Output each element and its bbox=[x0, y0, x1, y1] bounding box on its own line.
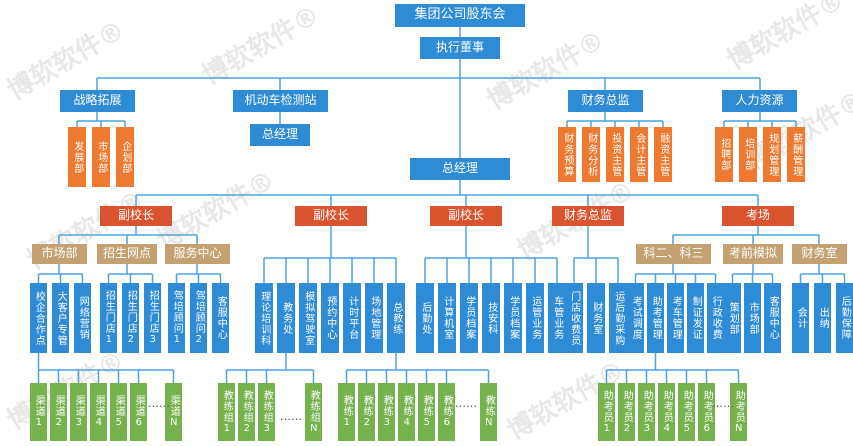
node-vehicle-gm[interactable]: 总经理 bbox=[250, 124, 310, 146]
hr-child[interactable]: 规划管理 bbox=[763, 127, 781, 182]
node-vp-1[interactable]: 副校长 bbox=[100, 206, 172, 226]
channels-item[interactable]: 渠道4 bbox=[90, 383, 107, 441]
vp2-child[interactable]: 模拟驾驶室 bbox=[299, 283, 317, 353]
k23-child[interactable]: 考试调度 bbox=[627, 283, 644, 353]
node-finance-director-2[interactable]: 财务总监 bbox=[552, 206, 624, 226]
mock-child[interactable]: 市场部 bbox=[744, 283, 761, 353]
service-child[interactable]: 驾培顾问1 bbox=[168, 283, 185, 353]
coach_groups-item[interactable]: 教练组2 bbox=[238, 383, 255, 441]
vp3-child[interactable]: 学员档案 bbox=[460, 283, 478, 353]
ellipsis: …… bbox=[455, 397, 477, 410]
finance2-child[interactable]: 门店收费员 bbox=[565, 283, 583, 353]
enroll-child[interactable]: 招生门店1 bbox=[100, 283, 117, 353]
assistants-item[interactable]: 助考员2 bbox=[618, 383, 635, 441]
channels-item[interactable]: 渠道1 bbox=[30, 383, 47, 441]
coaches-item[interactable]: 教练N bbox=[480, 383, 497, 441]
coach_groups-item[interactable]: 教练组N bbox=[305, 383, 322, 441]
vp2-child[interactable]: 计时平台 bbox=[343, 283, 361, 353]
node-vp-2[interactable]: 副校长 bbox=[295, 206, 367, 226]
k23-child[interactable]: 制证发证 bbox=[687, 283, 704, 353]
vp3-child[interactable]: 后勤处 bbox=[416, 283, 434, 353]
fin-child[interactable]: 出纳 bbox=[814, 283, 831, 353]
channels-item[interactable]: 渠道N bbox=[165, 383, 182, 441]
channels-item[interactable]: 渠道6 bbox=[130, 383, 147, 441]
node-vehicle-station[interactable]: 机动车检测站 bbox=[233, 90, 328, 112]
market-child[interactable]: 校企合作点 bbox=[30, 283, 47, 353]
ellipsis: …… bbox=[280, 410, 302, 423]
service-child[interactable]: 客服中心 bbox=[212, 283, 229, 353]
vp3-child[interactable]: 技安科 bbox=[482, 283, 500, 353]
vp2-child[interactable]: 预约中心 bbox=[321, 283, 339, 353]
assistants-item[interactable]: 助考员4 bbox=[658, 383, 675, 441]
ellipsis: …… bbox=[148, 397, 170, 410]
market-child[interactable]: 网络营销 bbox=[74, 283, 91, 353]
coaches-item[interactable]: 教练4 bbox=[398, 383, 415, 441]
fin-child[interactable]: 会计 bbox=[792, 283, 809, 353]
vp3-child[interactable]: 运管业务 bbox=[526, 283, 544, 353]
finance-child[interactable]: 财务分析 bbox=[582, 127, 600, 182]
finance2-child[interactable]: 运后勤采购 bbox=[609, 283, 627, 353]
hr-child[interactable]: 培训部 bbox=[739, 127, 757, 182]
vp3-child[interactable]: 车管业务 bbox=[548, 283, 566, 353]
coach_groups-item[interactable]: 教练组3 bbox=[258, 383, 275, 441]
node-service-center[interactable]: 服务中心 bbox=[165, 244, 230, 264]
strategy-child[interactable]: 发展部 bbox=[68, 127, 86, 187]
assistants-item[interactable]: 助考员1 bbox=[598, 383, 615, 441]
node-finance-room[interactable]: 财务室 bbox=[792, 244, 847, 264]
assistants-item[interactable]: 助考员6 bbox=[698, 383, 715, 441]
assistants-item[interactable]: 助考员5 bbox=[678, 383, 695, 441]
service-child[interactable]: 驾培顾问2 bbox=[190, 283, 207, 353]
node-enroll-points[interactable]: 招生网点 bbox=[97, 244, 157, 264]
node-finance-director[interactable]: 财务总监 bbox=[568, 90, 643, 112]
market-child[interactable]: 大客户专管 bbox=[52, 283, 69, 353]
node-vp-3[interactable]: 副校长 bbox=[430, 206, 502, 226]
hr-child[interactable]: 招聘部 bbox=[715, 127, 733, 182]
assistants-item[interactable]: 助考员N bbox=[730, 383, 747, 441]
node-strategy[interactable]: 战略拓展 bbox=[60, 90, 135, 112]
node-shareholders[interactable]: 集团公司股东会 bbox=[395, 4, 525, 27]
node-general-manager[interactable]: 总经理 bbox=[410, 158, 510, 180]
channels-item[interactable]: 渠道2 bbox=[50, 383, 67, 441]
fin-child[interactable]: 后勤保障 bbox=[836, 283, 853, 353]
vp2-child[interactable]: 理论培训科 bbox=[255, 283, 273, 353]
hr-child[interactable]: 薪酬管理 bbox=[787, 127, 805, 182]
k23-child[interactable]: 考车管理 bbox=[667, 283, 684, 353]
vp2-child[interactable]: 场地管理 bbox=[365, 283, 383, 353]
ellipsis: …… bbox=[712, 397, 734, 410]
channels-item[interactable]: 渠道5 bbox=[110, 383, 127, 441]
node-exam-center[interactable]: 考场 bbox=[722, 206, 794, 226]
mock-child[interactable]: 客服中心 bbox=[764, 283, 781, 353]
node-market-dept[interactable]: 市场部 bbox=[32, 244, 87, 264]
finance2-child[interactable]: 财务室 bbox=[587, 283, 605, 353]
coaches-item[interactable]: 教练1 bbox=[338, 383, 355, 441]
finance-child[interactable]: 会计主管 bbox=[630, 127, 648, 182]
assistants-item[interactable]: 助考员3 bbox=[638, 383, 655, 441]
coaches-item[interactable]: 教练6 bbox=[438, 383, 455, 441]
vp3-child[interactable]: 计算机室 bbox=[438, 283, 456, 353]
vp2-child[interactable]: 教务处 bbox=[277, 283, 295, 353]
coach_groups-item[interactable]: 教练组1 bbox=[218, 383, 235, 441]
channels-item[interactable]: 渠道3 bbox=[70, 383, 87, 441]
node-mock-exam[interactable]: 考前模拟 bbox=[723, 244, 783, 264]
enroll-child[interactable]: 招生门店3 bbox=[144, 283, 161, 353]
coaches-item[interactable]: 教练2 bbox=[358, 383, 375, 441]
strategy-child[interactable]: 企划部 bbox=[116, 127, 134, 187]
k23-child[interactable]: 助考管理 bbox=[647, 283, 664, 353]
node-chairman[interactable]: 执行董事 bbox=[420, 37, 500, 59]
enroll-child[interactable]: 招生门店2 bbox=[122, 283, 139, 353]
mock-child[interactable]: 策划部 bbox=[724, 283, 741, 353]
vp2-child[interactable]: 总教练 bbox=[387, 283, 405, 353]
finance-child[interactable]: 投资主管 bbox=[606, 127, 624, 182]
finance-child[interactable]: 财务预算 bbox=[558, 127, 576, 182]
finance-child[interactable]: 融资主管 bbox=[654, 127, 672, 182]
coaches-item[interactable]: 教练3 bbox=[378, 383, 395, 441]
node-hr[interactable]: 人力资源 bbox=[722, 90, 797, 112]
coaches-item[interactable]: 教练5 bbox=[418, 383, 435, 441]
vp3-child[interactable]: 学员档案 bbox=[504, 283, 522, 353]
node-k23[interactable]: 科二、科三 bbox=[636, 244, 711, 264]
strategy-child[interactable]: 市场部 bbox=[92, 127, 110, 187]
k23-child[interactable]: 行政收费 bbox=[707, 283, 724, 353]
